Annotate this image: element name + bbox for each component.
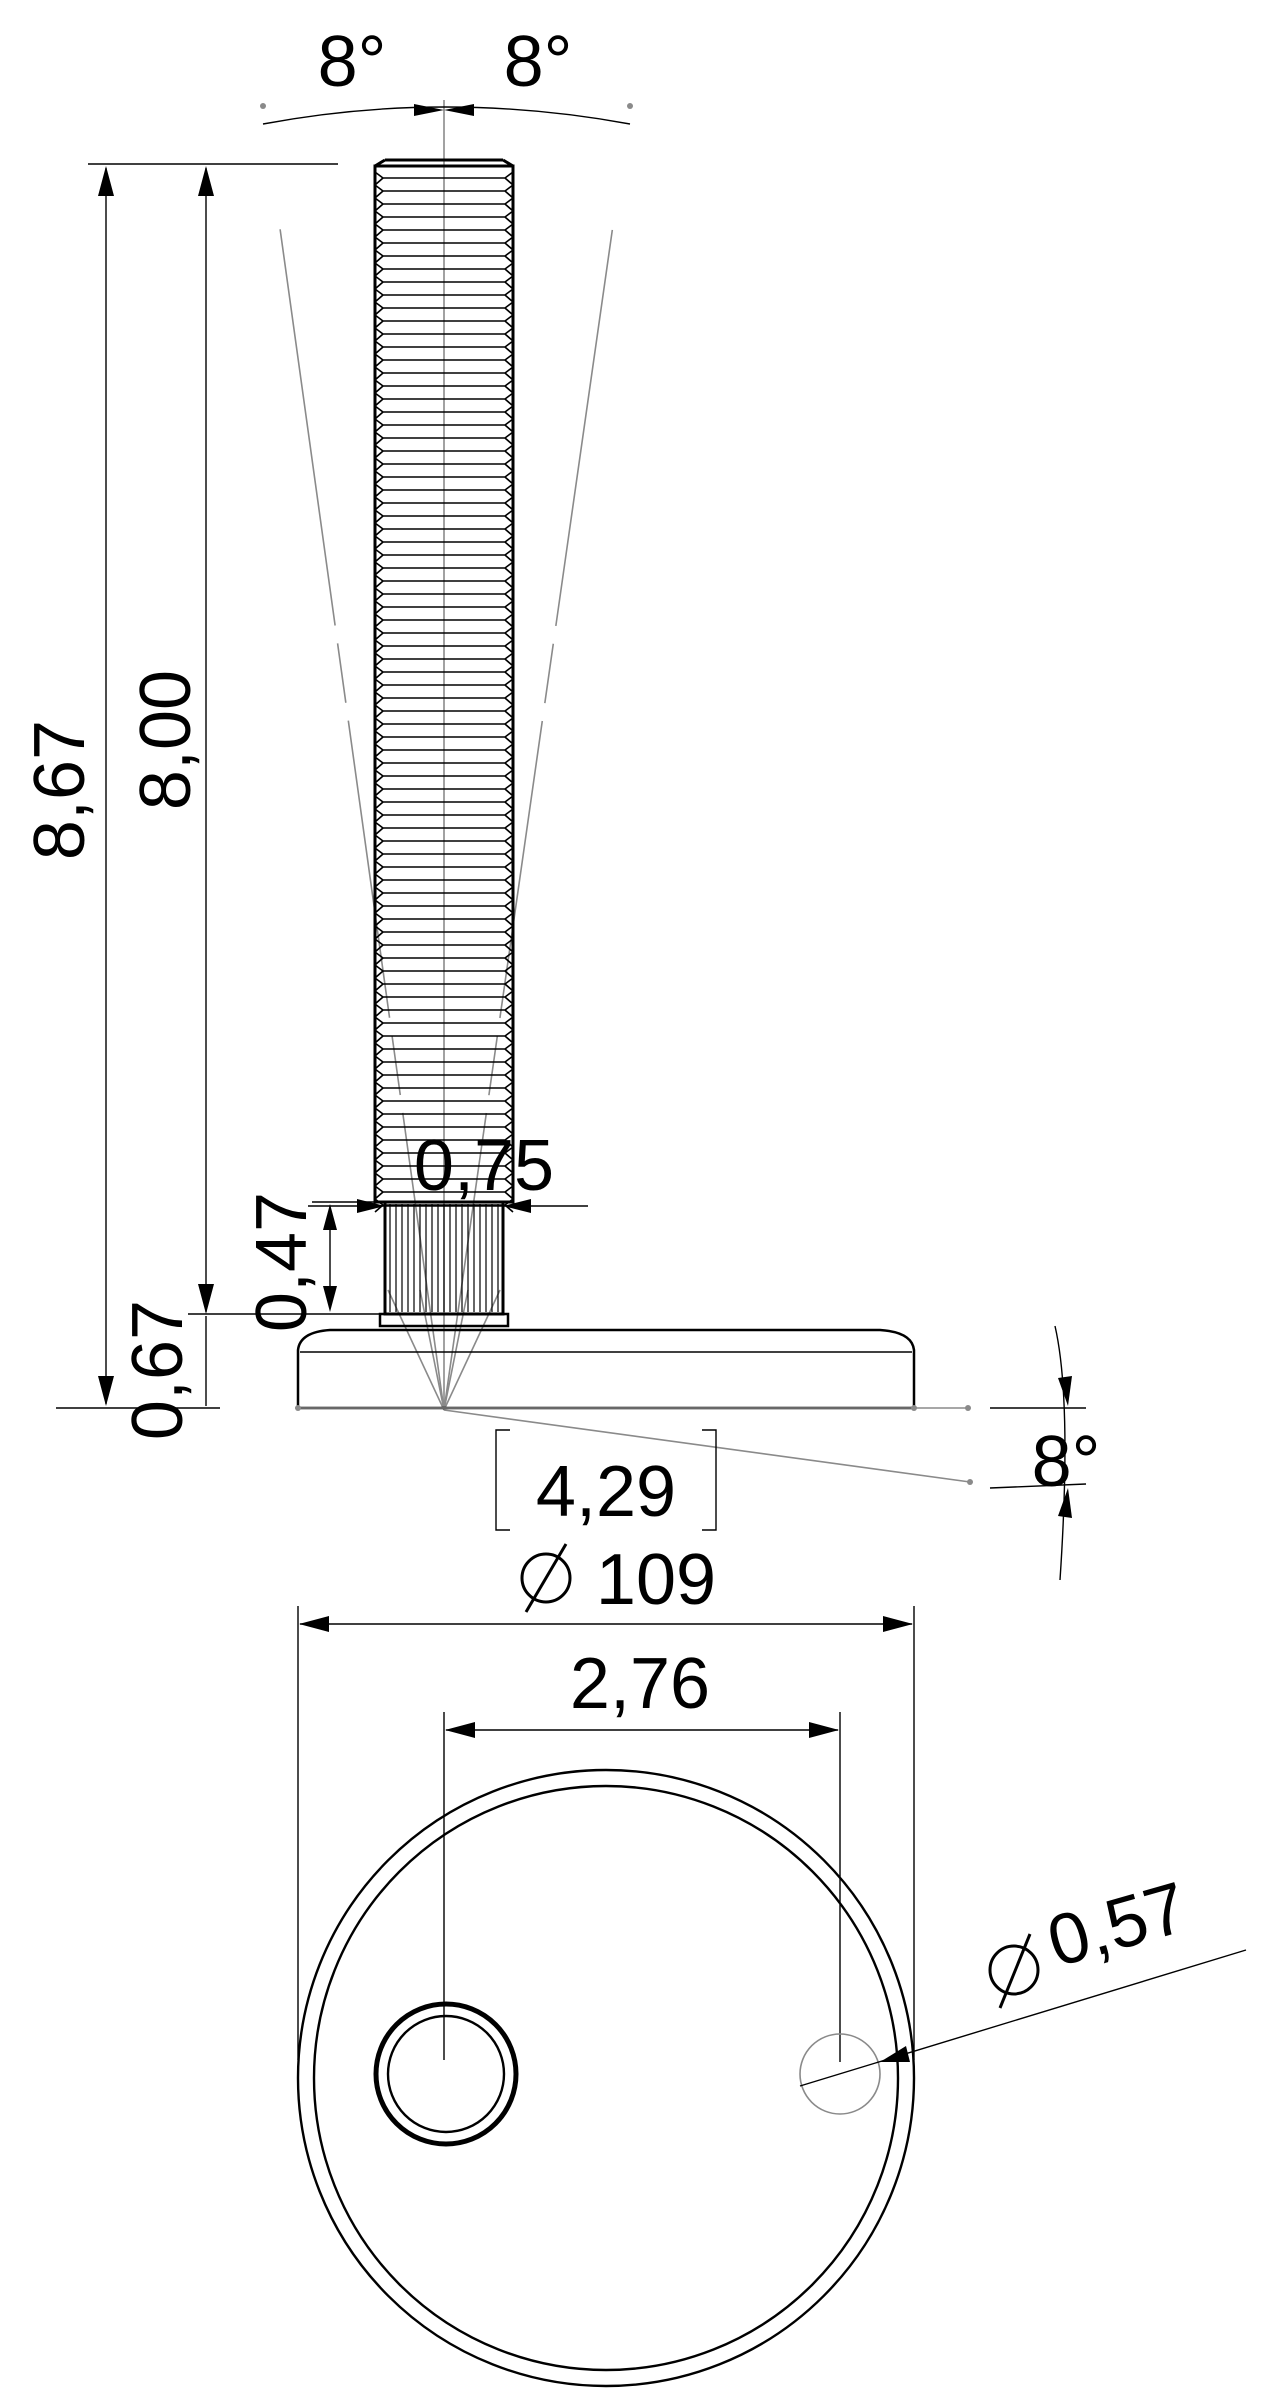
base-diameter-label: 109 xyxy=(596,1540,716,1620)
tilt-angle-label: 8° xyxy=(1032,1422,1101,1502)
thread-length-dimension: 8,00 xyxy=(126,166,386,1315)
base-height-label: 0,67 xyxy=(118,1300,198,1440)
stud-hole xyxy=(373,2001,519,2147)
reference-height-label: 4,29 xyxy=(536,1452,676,1532)
hole-spacing-dimension: 2,76 xyxy=(443,1644,841,2062)
side-view: 8° 8° 8,67 8,00 0,67 xyxy=(20,22,1101,1581)
base-diameter-dimension: 109 xyxy=(297,1540,915,2060)
neck-height-dimension: 0,47 xyxy=(242,1192,385,1332)
total-height-dimension: 8,67 xyxy=(20,163,338,1409)
reference-height-dimension: 4,29 xyxy=(495,1429,717,1532)
stud-neck xyxy=(378,1200,510,1328)
angle-left-label: 8° xyxy=(318,22,387,102)
base-profile xyxy=(295,1328,973,1485)
top-angle-dimension: 8° 8° xyxy=(262,22,631,125)
base-inner-circle xyxy=(312,1784,900,2372)
base-height-dimension: 0,67 xyxy=(118,1300,207,1440)
top-view: 109 2,76 0,57 xyxy=(296,1540,1247,2388)
thread-length-label: 8,00 xyxy=(126,670,206,810)
diameter-symbol-icon xyxy=(520,1543,572,1613)
angle-right-label: 8° xyxy=(504,22,573,102)
hole-spacing-label: 2,76 xyxy=(570,1644,710,1724)
hole-diameter-label: 0,57 xyxy=(1039,1867,1196,1983)
neck-width-dimension: 0,75 xyxy=(308,1126,588,1213)
mounting-hole xyxy=(799,2033,881,2115)
total-height-label: 8,67 xyxy=(20,720,100,860)
neck-height-label: 0,47 xyxy=(242,1192,322,1332)
diameter-symbol-icon xyxy=(988,1933,1040,2009)
tilt-angle-dimension: 8° xyxy=(989,1325,1101,1581)
hole-diameter-dimension: 0,57 xyxy=(799,1867,1247,2087)
neck-width-label: 0,75 xyxy=(414,1126,554,1206)
base-outer-circle xyxy=(296,1768,916,2388)
